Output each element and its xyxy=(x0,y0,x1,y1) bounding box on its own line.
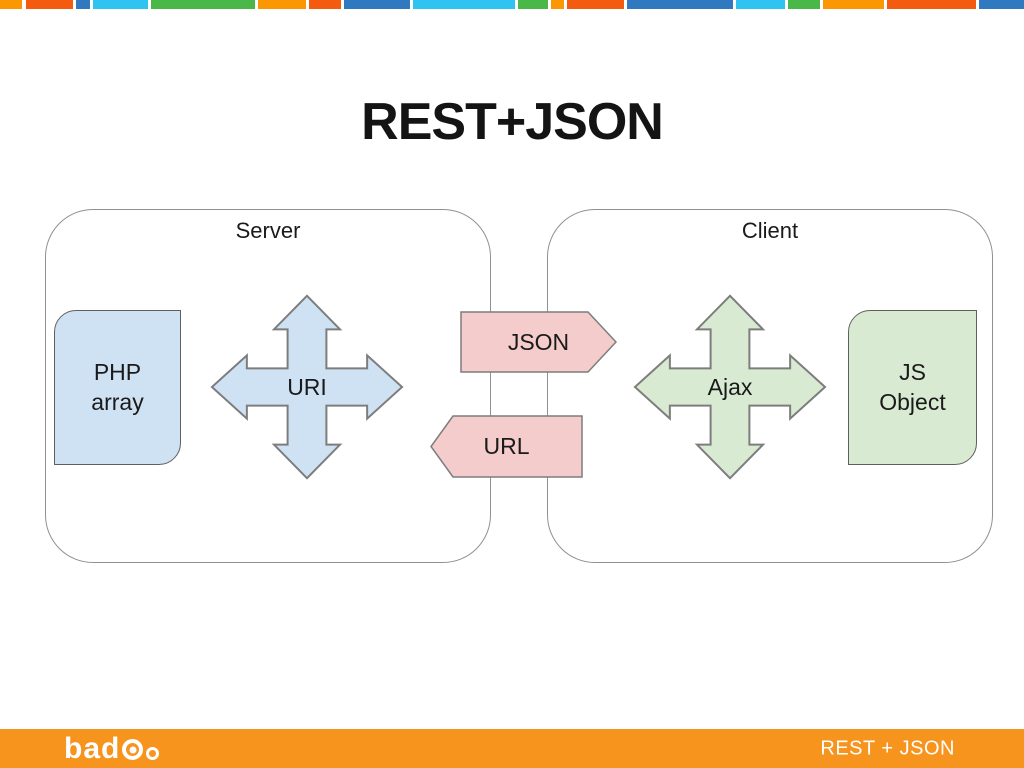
badoo-logo: bad xyxy=(64,732,160,766)
strip-segment xyxy=(93,0,148,9)
url-arrow-shape xyxy=(431,416,582,477)
strip-segment xyxy=(258,0,306,9)
slide-title: REST+JSON xyxy=(361,93,664,151)
uri-label: URI xyxy=(287,373,327,400)
js-object-label: JS Object xyxy=(879,358,946,415)
strip-segment xyxy=(823,0,884,9)
top-color-strip xyxy=(0,0,1024,9)
quad-arrow-icon xyxy=(210,294,404,480)
json-arrow-shape xyxy=(461,312,616,372)
js-object-node: JS Object xyxy=(848,310,977,465)
badoo-logo-dot xyxy=(129,746,137,753)
strip-segment xyxy=(344,0,410,9)
ajax-quad-arrow: Ajax xyxy=(633,294,827,480)
right-arrow-icon xyxy=(460,311,617,373)
php-array-node: PHP array xyxy=(54,310,181,465)
strip-segment xyxy=(551,0,564,9)
php-array-label: PHP array xyxy=(91,358,144,415)
strip-segment xyxy=(567,0,624,9)
ajax-label: Ajax xyxy=(707,373,753,400)
badoo-logo-circle-icon xyxy=(122,739,144,760)
server-box-label: Server xyxy=(235,218,301,243)
strip-segment xyxy=(76,0,90,9)
url-arrow-left: URL xyxy=(430,415,583,478)
strip-segment xyxy=(887,0,976,9)
json-label: JSON xyxy=(507,328,570,355)
ajax-quad-arrow-shape xyxy=(635,296,825,478)
strip-segment xyxy=(309,0,341,9)
client-box-label: Client xyxy=(741,218,799,243)
footer-bar: bad REST + JSON xyxy=(0,729,1024,768)
quad-arrow-icon xyxy=(633,294,827,480)
left-arrow-icon xyxy=(430,415,583,478)
badoo-logo-text: bad xyxy=(64,732,121,766)
url-label: URL xyxy=(483,433,530,459)
uri-quad-arrow: URI xyxy=(210,294,404,480)
uri-quad-arrow-shape xyxy=(212,296,402,478)
badoo-logo-small-o-icon xyxy=(146,747,160,760)
strip-segment xyxy=(627,0,733,9)
strip-segment xyxy=(979,0,1024,9)
strip-segment xyxy=(736,0,785,9)
json-arrow-right: JSON xyxy=(460,311,617,373)
strip-segment xyxy=(26,0,73,9)
footer-title: REST + JSON xyxy=(820,737,955,759)
strip-segment xyxy=(413,0,515,9)
strip-segment xyxy=(0,0,22,9)
strip-segment xyxy=(788,0,820,9)
strip-segment xyxy=(518,0,548,9)
strip-segment xyxy=(151,0,255,9)
